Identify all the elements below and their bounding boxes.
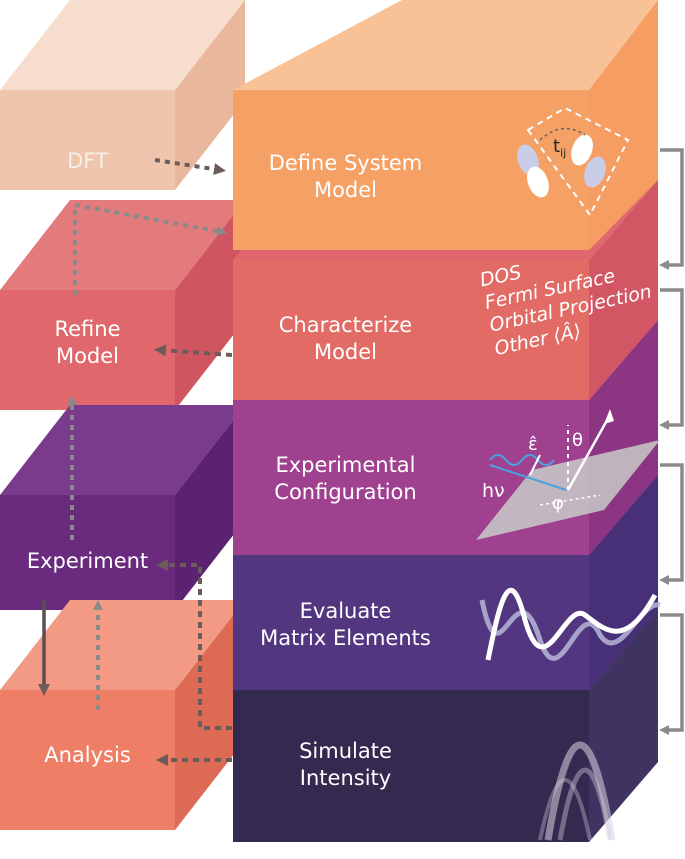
refine-model-block	[0, 200, 245, 410]
analysis-block	[0, 600, 245, 830]
intensity-arcs-icon	[538, 741, 616, 841]
refine-model-label: Refine Model	[54, 317, 121, 369]
characterize-model-label: Characterize Model	[278, 313, 413, 365]
dft-label: DFT	[67, 149, 108, 173]
dark-dotted-connectors	[154, 344, 233, 766]
experiment-label: Experiment	[26, 549, 149, 573]
matrix-element-waves-icon	[479, 588, 661, 661]
dotted-connectors	[67, 158, 227, 710]
theta-symbol: θ	[572, 430, 584, 451]
hopping-label: tij	[553, 136, 567, 160]
analysis-label: Analysis	[44, 743, 131, 767]
orbital-hopping-icon	[517, 106, 630, 217]
phi-symbol: φ	[552, 493, 564, 514]
polarization-symbol: ε̂	[528, 434, 538, 455]
photoemission-geometry-icon	[476, 409, 660, 540]
feedback-arrows	[659, 148, 684, 735]
simulate-intensity-label: Simulate Intensity	[299, 739, 392, 791]
evaluate-matrix-elements-label: Evaluate Matrix Elements	[260, 599, 431, 651]
experimental-configuration-label: Experimental Configuration	[274, 453, 417, 505]
define-system-model-block	[233, 0, 658, 250]
define-system-model-label: Define System Model	[268, 151, 423, 203]
experiment-block	[0, 405, 245, 610]
dft-block	[0, 0, 245, 190]
photon-energy-symbol: hν	[482, 480, 505, 502]
